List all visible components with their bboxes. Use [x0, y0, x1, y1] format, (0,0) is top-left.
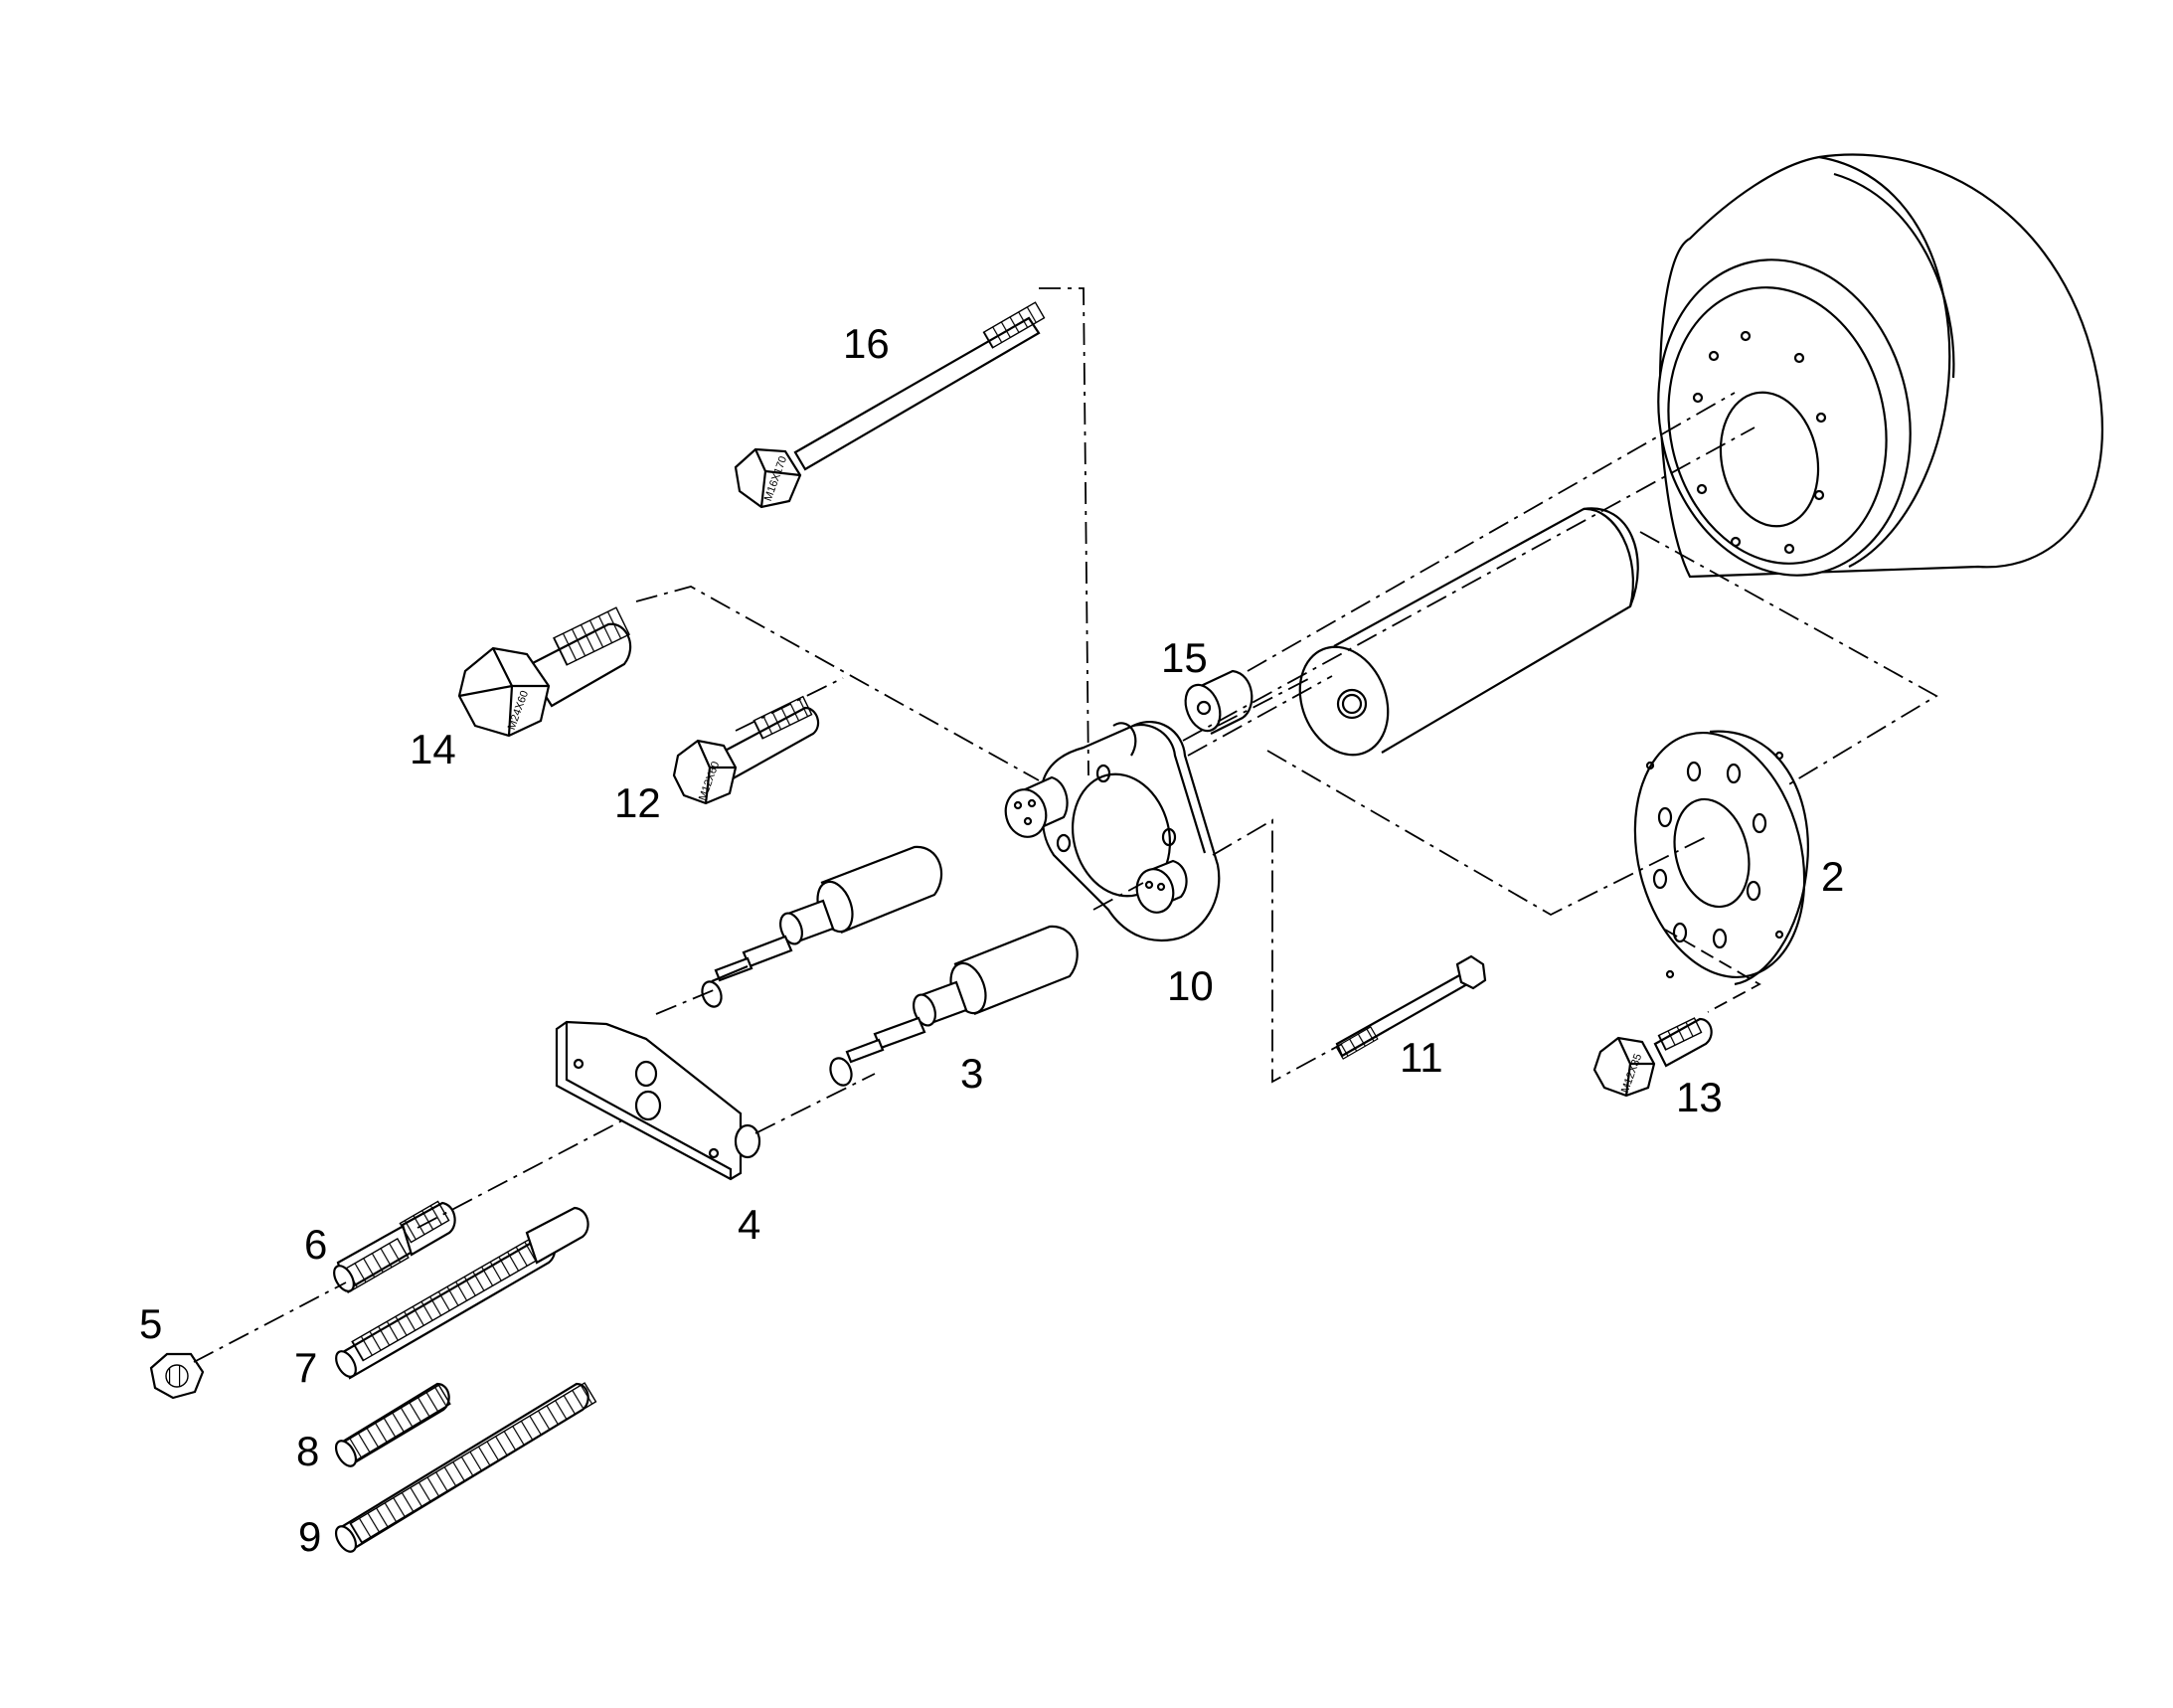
callout-14: 14: [410, 726, 456, 772]
callout-4: 4: [738, 1201, 760, 1248]
callout-6: 6: [304, 1221, 327, 1268]
part-10-plate: [1004, 721, 1221, 942]
part-11-bolt: [1335, 954, 1487, 1060]
callout-9: 9: [298, 1513, 321, 1560]
callout-15: 15: [1161, 634, 1208, 681]
flywheel-housing: [1657, 153, 2103, 579]
callout-7: 7: [294, 1344, 317, 1391]
flange-holes: [1645, 751, 1784, 979]
part-8-stud: [334, 1382, 451, 1467]
part-6-stud: [333, 1200, 456, 1293]
part-2-flange: [1633, 730, 1809, 986]
part-5-nut: [149, 1352, 205, 1400]
housing-bolt-holes: [1692, 330, 1827, 555]
part-15-spacer: [1184, 669, 1254, 735]
cylinder-mandrel: [1298, 507, 1639, 757]
callout-12: 12: [614, 779, 661, 826]
callout-3: 3: [960, 1050, 983, 1097]
assembly-centerlines: [193, 287, 1938, 1363]
part-16-bolt: M16X170: [734, 301, 1046, 509]
callout-16: 16: [843, 320, 890, 367]
part-9-threaded-rod: [334, 1382, 597, 1553]
callout-labels: 16 15 14 12 10 2 3 11 13 4 6 5 7 8 9: [139, 320, 1844, 1560]
part-7-long-screw: [335, 1206, 589, 1380]
part-3-guide-pin-lower: [829, 925, 1079, 1087]
callout-11: 11: [1400, 1034, 1443, 1081]
callout-13: 13: [1676, 1074, 1723, 1120]
part-14-bolt: M24X60: [457, 606, 632, 738]
part-13-bolt: M12X35: [1592, 1017, 1713, 1098]
part-12-bolt: M12X60: [672, 695, 820, 805]
callout-2: 2: [1821, 853, 1844, 900]
callout-8: 8: [296, 1428, 319, 1474]
part-4-bracket: [555, 1020, 761, 1181]
callout-10: 10: [1167, 962, 1214, 1009]
part-3-guide-pin-upper: [701, 845, 943, 1008]
callout-5: 5: [139, 1300, 162, 1347]
